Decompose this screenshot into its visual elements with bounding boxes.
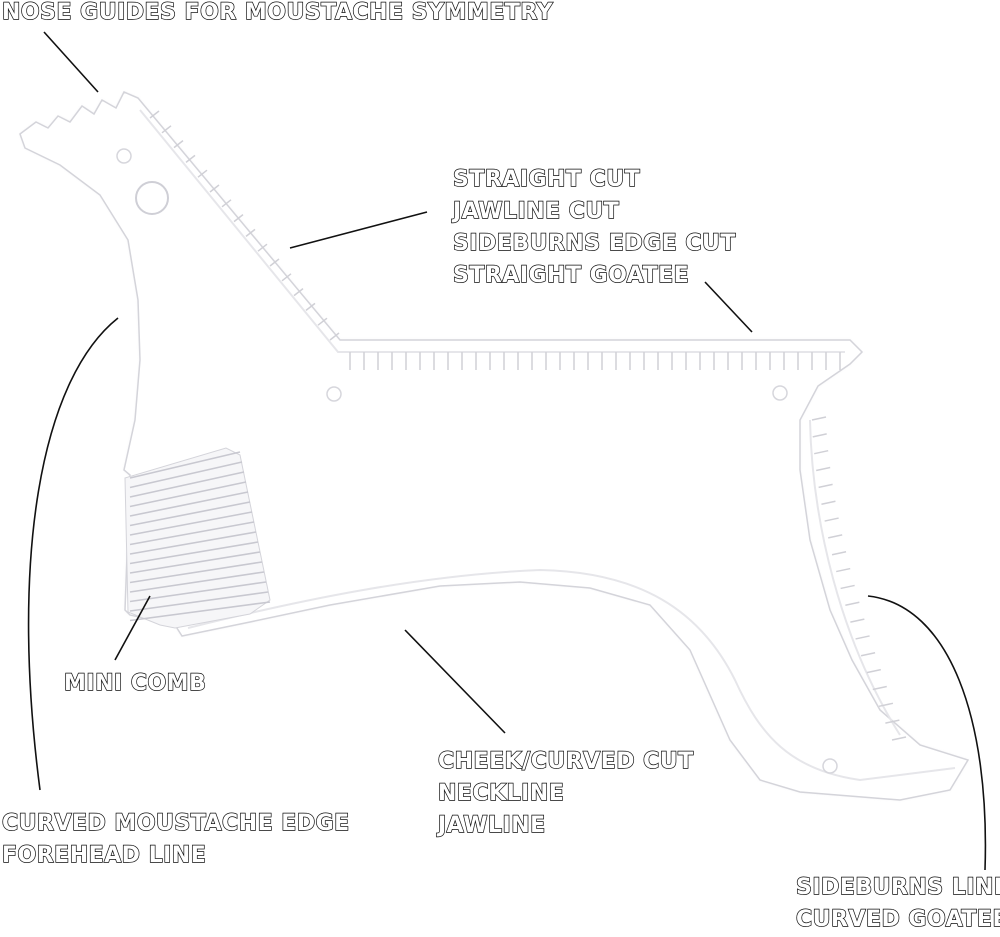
label-mini-comb: MINI COMB xyxy=(64,668,206,700)
label-jawline: JAWLINE xyxy=(438,810,694,842)
label-group-cheek: CHEEK/CURVED CUT NECKLINE JAWLINE xyxy=(438,746,694,842)
ruler-tick xyxy=(873,686,887,689)
tool-hole-small xyxy=(773,386,787,400)
label-straight-cut: STRAIGHT CUT xyxy=(453,164,736,196)
ruler-tick xyxy=(861,653,875,656)
tool-hole-small xyxy=(117,149,131,163)
leader-line-curved-moustache xyxy=(29,318,118,790)
label-sideburns-line: SIDEBURNS LINE xyxy=(796,872,1000,904)
label-sideburns-edge-cut: SIDEBURNS EDGE CUT xyxy=(453,228,736,260)
label-cheek-curved-cut: CHEEK/CURVED CUT xyxy=(438,746,694,778)
label-curved-moustache-edge: CURVED MOUSTACHE EDGE xyxy=(2,808,350,840)
ruler-tick xyxy=(819,484,833,487)
tool-hole-large xyxy=(136,182,168,214)
label-neckline: NECKLINE xyxy=(438,778,694,810)
leader-line-cheek xyxy=(405,630,505,733)
label-forehead-line: FOREHEAD LINE xyxy=(2,840,350,872)
label-group-straight: STRAIGHT CUT JAWLINE CUT SIDEBURNS EDGE … xyxy=(453,164,736,292)
ruler-tick xyxy=(845,602,859,605)
label-group-sideburns: SIDEBURNS LINE CURVED GOATEE xyxy=(796,872,1000,936)
ruler-tick xyxy=(825,518,839,521)
tool-hole-small xyxy=(823,759,837,773)
ruler-tick xyxy=(828,535,842,538)
tool-hole-small xyxy=(327,387,341,401)
ruler-tick xyxy=(867,670,881,673)
ruler-tick xyxy=(841,585,855,588)
ruler-tick xyxy=(856,636,870,639)
ruler-tick xyxy=(832,552,846,555)
label-nose-guides: NOSE GUIDES FOR MOUSTACHE SYMMETRY xyxy=(2,0,553,29)
leader-line-nose-guides xyxy=(44,32,98,92)
label-group-curved-moustache: CURVED MOUSTACHE EDGE FOREHEAD LINE xyxy=(2,808,350,872)
ruler-tick xyxy=(816,468,830,471)
label-jawline-cut: JAWLINE CUT xyxy=(453,196,736,228)
label-straight-goatee: STRAIGHT GOATEE xyxy=(453,260,736,292)
ruler-tick xyxy=(836,569,850,572)
leader-line-straight-cut xyxy=(290,212,427,248)
ruler-tick xyxy=(821,501,835,504)
ruler-tick xyxy=(813,434,827,437)
ruler-tick xyxy=(814,451,828,454)
ruler-tick xyxy=(812,417,826,420)
label-curved-goatee: CURVED GOATEE xyxy=(796,904,1000,936)
ruler-tick xyxy=(850,619,864,622)
